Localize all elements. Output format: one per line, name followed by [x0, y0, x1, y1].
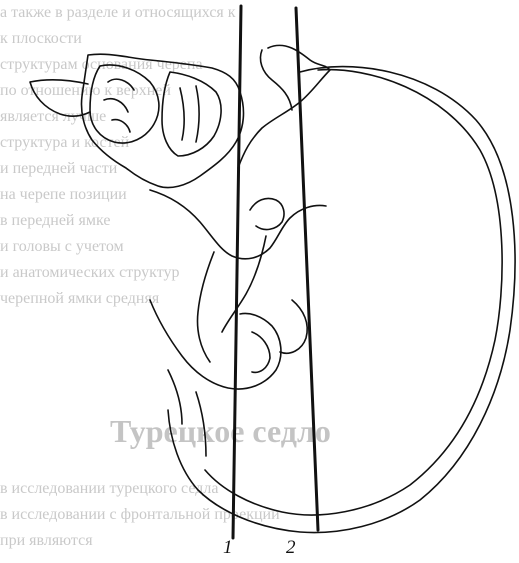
- orbit-inner-detail: [104, 79, 134, 132]
- zygomatic-detail: [180, 86, 199, 142]
- mandible-outline: [150, 300, 281, 389]
- line-1-label: 1: [223, 537, 233, 559]
- line-2-label: 2: [286, 537, 296, 559]
- mastoid-process: [252, 332, 270, 372]
- anterior-skull-base: [238, 45, 330, 168]
- occipital-condyle: [280, 300, 307, 353]
- orbit-outline: [90, 65, 159, 143]
- sella-turcica: [250, 198, 284, 229]
- maxillary-sinus-outline: [162, 72, 221, 156]
- cranial-vault-outline: [168, 67, 515, 533]
- inner-vault-line: [205, 70, 502, 515]
- mandibular-ramus: [198, 252, 215, 362]
- greater-wing-outline: [260, 50, 292, 110]
